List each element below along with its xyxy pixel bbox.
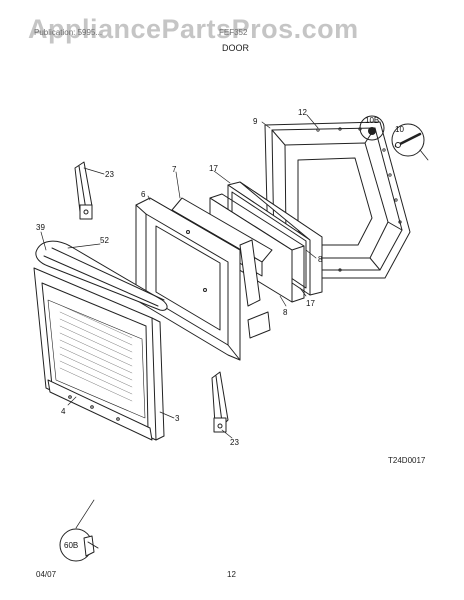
- callout-39: 39: [36, 223, 45, 232]
- footer-date: 04/07: [36, 570, 57, 579]
- part-10-screw[interactable]: [391, 123, 425, 157]
- callout-12: 12: [298, 108, 307, 117]
- callout-10: 10: [395, 125, 404, 134]
- model-label: FEF352: [219, 28, 248, 37]
- part-52-door-handle[interactable]: [35, 240, 168, 311]
- callout-52: 52: [100, 236, 109, 245]
- callout-3: 3: [175, 414, 180, 423]
- part-23-hinge-upper[interactable]: [74, 161, 93, 220]
- callout-9: 9: [253, 117, 258, 126]
- publication-label: Publication: 5995...: [34, 28, 103, 37]
- callout-23-upper: 23: [105, 170, 114, 179]
- footer-page-number: 12: [227, 570, 236, 579]
- callout-23-lower: 23: [230, 438, 239, 447]
- part-60b-screw[interactable]: [59, 528, 99, 562]
- section-title: DOOR: [222, 43, 249, 53]
- callout-17-lower: 17: [306, 299, 315, 308]
- callout-17-upper: 17: [209, 164, 218, 173]
- part-10b-washer[interactable]: [359, 115, 385, 141]
- callout-7: 7: [172, 165, 177, 174]
- callout-60b: 60B: [64, 541, 78, 550]
- callout-8-right: 8: [318, 255, 323, 264]
- watermark-logo: AppliancePartsPros.com: [28, 14, 359, 44]
- callout-8-lower: 8: [283, 308, 288, 317]
- callout-6: 6: [141, 190, 146, 199]
- callout-4: 4: [61, 407, 66, 416]
- part-3-bottom-trim[interactable]: [47, 379, 153, 441]
- callout-10b: 10B: [365, 116, 379, 125]
- part-6-door-liner[interactable]: [135, 197, 241, 361]
- part-23-hinge-lower[interactable]: [211, 371, 229, 433]
- diagram-code: T24D0017: [388, 456, 426, 465]
